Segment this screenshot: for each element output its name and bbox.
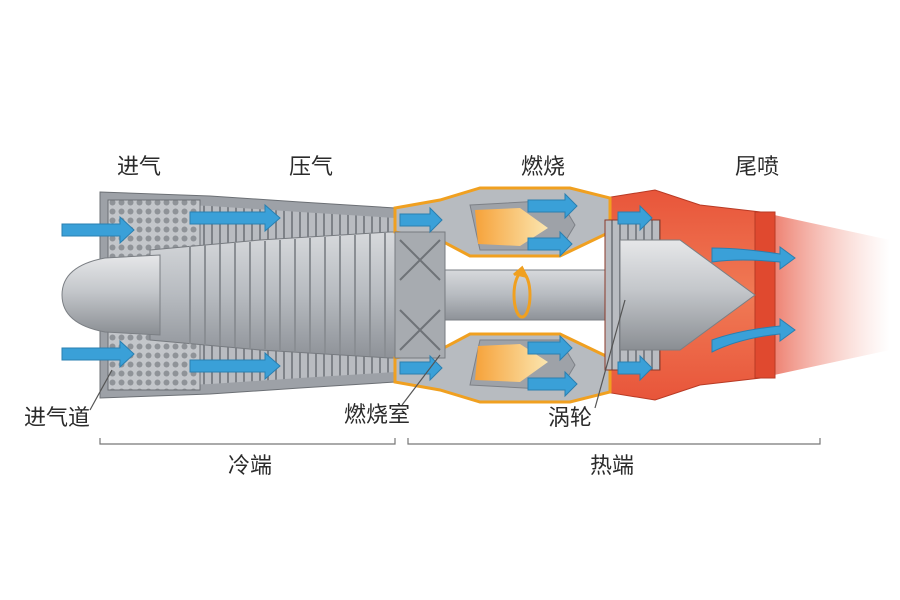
airflow-arrow-intake-top	[62, 217, 134, 243]
section-bracket-hot	[408, 438, 820, 444]
diffuser-block	[395, 232, 445, 358]
airflow-arrow-intake-bottom	[62, 341, 134, 367]
exhaust-plume	[760, 212, 890, 378]
section-bracket-cold	[100, 438, 395, 444]
nozzle-lip	[755, 212, 775, 378]
nose-spinner	[62, 255, 160, 335]
